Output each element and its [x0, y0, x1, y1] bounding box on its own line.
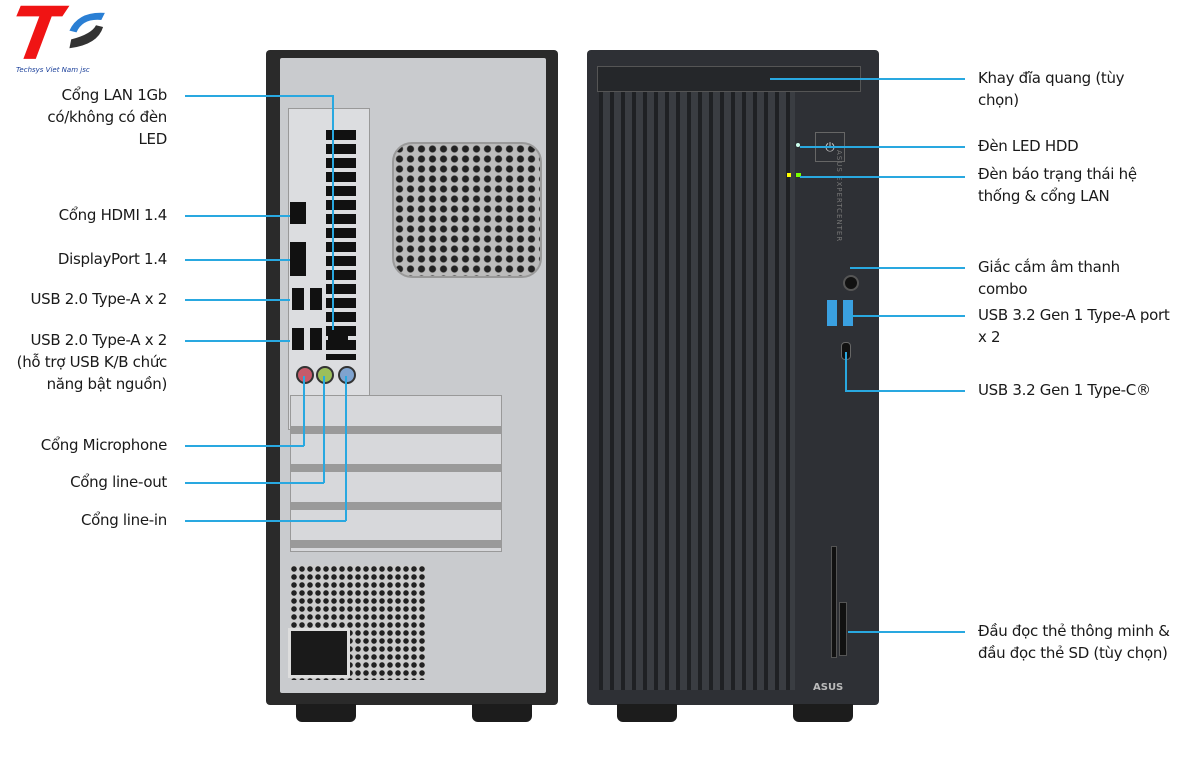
- pc-front-view: ⏻ ASUS EXPERTCENTER ASUS: [587, 50, 879, 705]
- label-audio-jack: Giắc cắm âm thanh combo: [978, 258, 1120, 298]
- label-status-led: Đèn báo trạng thái hệ thống & cổng LAN: [978, 165, 1137, 205]
- sd-card-slot: [839, 602, 847, 656]
- callout-line: [845, 352, 847, 391]
- status-led: [787, 173, 801, 177]
- usb2-ports: [292, 288, 322, 310]
- callout-line: [185, 520, 346, 522]
- expansion-slots: [290, 395, 502, 552]
- callout-line: [185, 259, 290, 261]
- hdd-led: [796, 143, 800, 147]
- callout-line: [800, 146, 965, 148]
- asus-logo: ASUS: [813, 682, 844, 693]
- callout-line: [303, 376, 305, 446]
- callout-line: [185, 445, 304, 447]
- audio-combo-jack: [843, 275, 859, 291]
- front-ribs: [599, 90, 795, 690]
- foot: [472, 704, 532, 722]
- label-hdd-led: Đèn LED HDD: [978, 137, 1079, 155]
- line-in-jack: [338, 366, 356, 384]
- label-card-reader: Đầu đọc thẻ thông minh & đầu đọc thẻ SD …: [978, 622, 1170, 662]
- line-out-jack: [316, 366, 334, 384]
- label-usb3-typec: USB 3.2 Gen 1 Type-C®: [978, 381, 1151, 399]
- foot: [793, 704, 853, 722]
- callout-line: [185, 299, 290, 301]
- callout-line: [848, 631, 965, 633]
- callout-line: [323, 376, 325, 483]
- foot: [296, 704, 356, 722]
- label-hdmi: Cổng HDMI 1.4: [58, 206, 168, 224]
- lan-port: [328, 328, 348, 350]
- label-usb3-typea: USB 3.2 Gen 1 Type-A port x 2: [978, 306, 1170, 346]
- callout-line: [332, 95, 334, 330]
- callout-line: [185, 482, 324, 484]
- power-socket: [288, 628, 350, 678]
- logo-text: Techsys Viet Nam jsc: [16, 66, 90, 74]
- callout-line: [185, 95, 333, 97]
- callout-line: [850, 267, 965, 269]
- callout-line: [770, 78, 965, 80]
- callout-line: [345, 376, 347, 521]
- callout-line: [845, 390, 965, 392]
- displayport-port: [290, 242, 306, 276]
- callout-line: [185, 215, 290, 217]
- label-line-in: Cổng line-in: [80, 511, 167, 529]
- card-reader: [831, 546, 837, 658]
- label-displayport: DisplayPort 1.4: [57, 250, 167, 268]
- company-logo: Techsys Viet Nam jsc: [10, 4, 120, 74]
- callout-line: [850, 315, 965, 317]
- label-optical-drive: Khay đĩa quang (tùy chọn): [978, 69, 1125, 109]
- label-usb2: USB 2.0 Type-A x 2: [30, 290, 167, 308]
- mic-jack: [296, 366, 314, 384]
- pc-back-view: [266, 50, 558, 705]
- label-lan-port: Cổng LAN 1Gb có/không có đèn LED: [47, 86, 167, 148]
- foot: [617, 704, 677, 722]
- callout-line: [185, 340, 290, 342]
- label-usb2-kb: USB 2.0 Type-A x 2 (hỗ trợ USB K/B chức …: [16, 331, 168, 393]
- label-line-out: Cổng line-out: [70, 473, 167, 491]
- usb2-kb-ports: [292, 328, 322, 350]
- vent-slots: [326, 130, 356, 360]
- label-microphone: Cổng Microphone: [40, 436, 168, 454]
- hdmi-port: [290, 202, 306, 224]
- side-text: ASUS EXPERTCENTER: [835, 150, 843, 243]
- usb3-typea-ports: [827, 300, 853, 326]
- fan-grill: [392, 142, 542, 278]
- callout-line: [800, 176, 965, 178]
